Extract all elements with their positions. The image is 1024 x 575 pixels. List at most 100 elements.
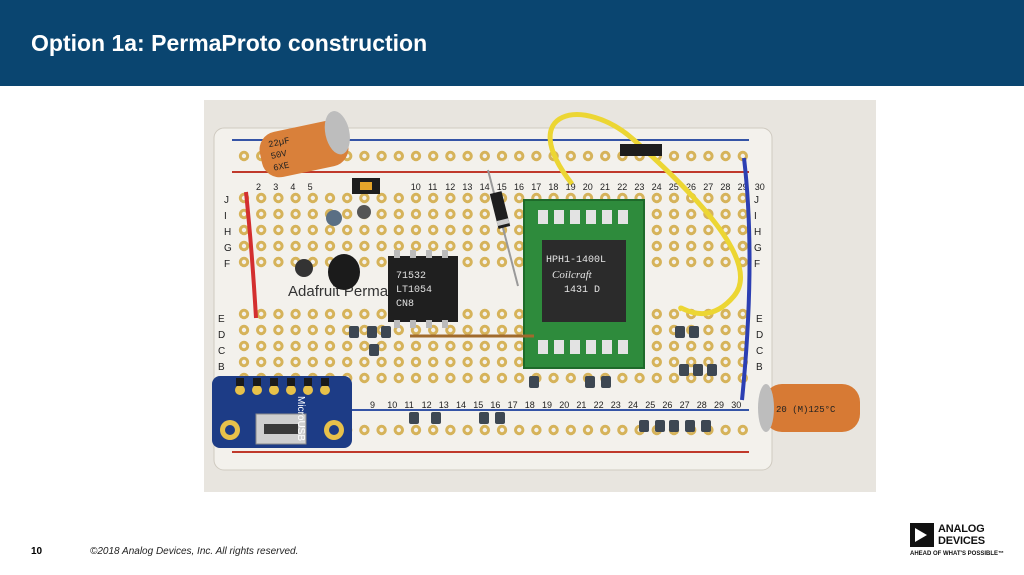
column-number-bottom: 30 <box>731 400 741 410</box>
solder-hole-center <box>689 359 694 365</box>
solder-hole-center <box>362 227 367 233</box>
solder-hole-center <box>585 427 591 433</box>
solder-hole-center <box>310 259 315 265</box>
transformer-pad <box>602 210 612 224</box>
solder-hole-center <box>551 427 556 433</box>
usb-pin <box>303 385 313 395</box>
usb-header-pin <box>236 378 244 386</box>
solder-hole-center <box>482 227 487 233</box>
solder-hole-center <box>259 311 264 317</box>
analog-devices-logo-icon <box>910 523 934 547</box>
solder-hole-center <box>517 243 522 249</box>
solder-hole-center <box>517 427 522 433</box>
transformer-label-3: 1431 D <box>564 285 600 296</box>
solder-hole-center <box>706 359 711 365</box>
solder-hole-center <box>499 427 505 433</box>
solder-hole-center <box>482 153 487 159</box>
ic-pin <box>394 250 400 258</box>
solder-hole-center <box>689 375 694 381</box>
solder-hole-center <box>482 427 487 433</box>
solder-hole-center <box>723 427 728 433</box>
row-letter-right: J <box>754 195 759 206</box>
solder-hole-center <box>241 153 247 159</box>
solder-hole-center <box>241 211 247 217</box>
column-number-top: 18 <box>548 182 558 192</box>
usb-pins <box>235 378 330 395</box>
solder-hole-center <box>276 243 281 249</box>
column-number-top: 15 <box>497 182 507 192</box>
solder-hole-center <box>345 227 350 233</box>
solder-hole-center <box>706 227 711 233</box>
solder-hole-center <box>362 311 367 317</box>
solder-hole-center <box>448 375 453 381</box>
small-part <box>655 420 665 432</box>
solder-hole-center <box>396 359 401 365</box>
capacitor-left-label-2: 50V <box>270 149 289 162</box>
solder-hole-center <box>413 375 419 381</box>
column-number-bottom: 15 <box>473 400 483 410</box>
solder-hole-center <box>482 343 487 349</box>
usb-header-pin <box>287 378 295 386</box>
solder-hole-center <box>723 311 728 317</box>
solder-hole-center <box>654 327 659 333</box>
usb-header-pin <box>253 378 261 386</box>
usb-header-pin <box>270 378 278 386</box>
solder-hole-center <box>482 327 487 333</box>
column-number-bottom: 9 <box>370 400 375 410</box>
column-number-bottom: 27 <box>680 400 690 410</box>
solder-hole-center <box>689 259 694 265</box>
transformer-pad <box>602 340 612 354</box>
solder-hole-center <box>241 227 247 233</box>
solder-hole-center <box>689 343 694 349</box>
solder-hole-center <box>689 227 694 233</box>
solder-hole-center <box>345 343 350 349</box>
solder-hole-center <box>276 327 281 333</box>
column-number-top: 22 <box>617 182 627 192</box>
solder-hole-center <box>465 359 470 365</box>
solder-hole-center <box>465 427 470 433</box>
solder-hole-center <box>499 311 505 317</box>
logo-tagline: AHEAD OF WHAT'S POSSIBLE™ <box>910 551 1004 557</box>
small-component-3 <box>357 205 371 219</box>
usb-breakout-label: MicroUSB <box>295 396 306 441</box>
solder-hole-center <box>448 243 453 249</box>
solder-hole-center <box>241 343 247 349</box>
ic-pin <box>394 320 400 328</box>
solder-hole-center <box>448 153 453 159</box>
solder-hole-center <box>517 343 522 349</box>
solder-hole-center <box>241 359 247 365</box>
column-number-top: 2 <box>256 182 261 192</box>
solder-hole-center <box>276 211 281 217</box>
transformer-pad <box>570 340 580 354</box>
solder-hole-center <box>671 343 677 349</box>
ic-label-1: 71532 <box>396 271 426 282</box>
small-part <box>431 412 441 424</box>
solder-hole-center <box>413 153 419 159</box>
solder-hole-center <box>740 327 745 333</box>
solder-hole-center <box>259 243 264 249</box>
column-number-top: 14 <box>480 182 490 192</box>
solder-hole-center <box>345 243 350 249</box>
blue-wire <box>740 157 752 401</box>
solder-hole-center <box>448 195 453 201</box>
solder-hole-center <box>620 375 625 381</box>
solder-hole-center <box>327 327 333 333</box>
solder-hole-center <box>671 259 677 265</box>
row-letter-left: C <box>218 346 225 357</box>
column-number-top: 23 <box>634 182 644 192</box>
solder-hole-center <box>499 343 505 349</box>
solder-hole-center <box>551 375 556 381</box>
jumper-shunt <box>360 182 372 190</box>
ic-pin <box>426 250 432 258</box>
solder-hole-center <box>671 243 677 249</box>
solder-hole-center <box>723 211 728 217</box>
solder-hole-center <box>327 195 333 201</box>
solder-hole-center <box>310 359 315 365</box>
column-number-bottom: 13 <box>439 400 449 410</box>
row-letter-right: F <box>754 259 760 270</box>
transformer-label-1: HPH1-1400L <box>546 255 606 266</box>
solder-hole-center <box>379 359 384 365</box>
solder-hole-center <box>465 227 470 233</box>
row-letter-right: D <box>756 330 763 341</box>
solder-hole-center <box>396 227 401 233</box>
